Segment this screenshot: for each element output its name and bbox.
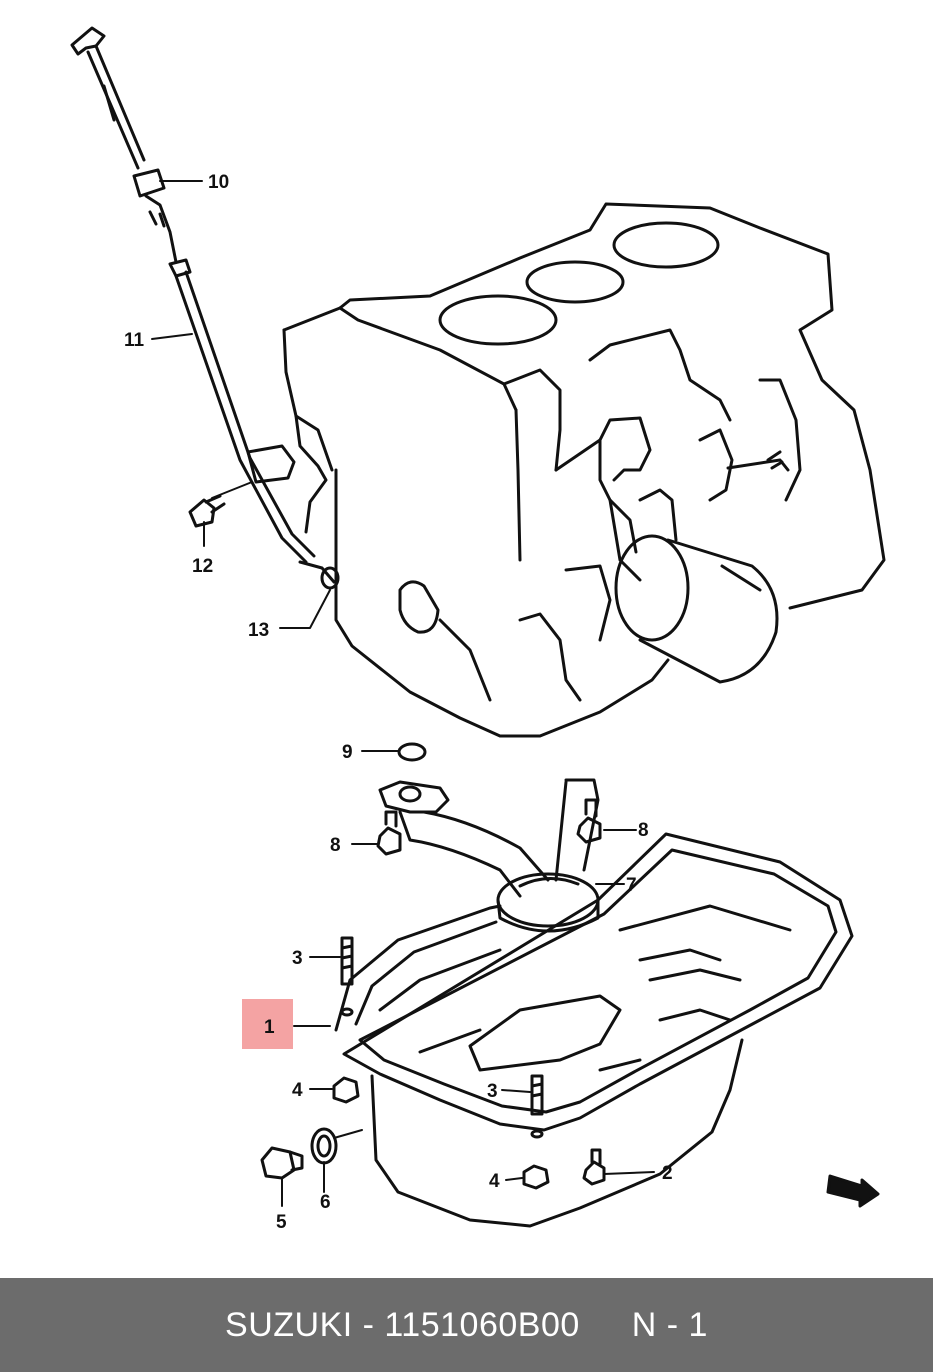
callout-7: 7 [626, 875, 637, 896]
nut-4-upper [332, 1076, 360, 1104]
drain-plug-5 [260, 1146, 304, 1180]
callout-1: 1 [264, 1017, 275, 1038]
parts-diagram-svg: 10 11 12 13 9 8 8 7 3 1 4 3 4 2 5 6 [70, 26, 886, 1233]
callout-8-left: 8 [330, 835, 341, 856]
gasket-9 [397, 742, 427, 762]
bolt-8-right [576, 798, 602, 844]
callout-2: 2 [662, 1163, 673, 1184]
callout-10: 10 [208, 172, 229, 193]
callout-11: 11 [124, 330, 145, 351]
engine-block [282, 202, 886, 738]
stud-3-lower [530, 1074, 544, 1139]
callout-5: 5 [276, 1212, 287, 1233]
oil-pan [334, 832, 854, 1228]
ref-label: N - 1 [631, 1305, 708, 1344]
nut-4-lower [522, 1164, 550, 1190]
callout-13: 13 [248, 620, 269, 641]
dipstick-assembly [70, 26, 340, 590]
callout-3-lower: 3 [487, 1081, 498, 1102]
part-label: SUZUKI - 1151060B00 [225, 1305, 580, 1344]
callout-4-upper: 4 [292, 1080, 303, 1101]
bolt-8-left [376, 810, 402, 856]
highlight-part-1 [242, 999, 293, 1049]
callout-4-lower: 4 [489, 1171, 500, 1192]
stud-3-upper [340, 936, 354, 1017]
gasket-6 [310, 1127, 338, 1165]
callout-8-right: 8 [638, 820, 649, 841]
callout-6: 6 [320, 1192, 331, 1213]
part-number-footer: SUZUKI - 1151060B00 N - 1 [0, 1278, 933, 1372]
leader-lines [151, 180, 655, 1207]
fwd-arrow-icon [826, 1174, 880, 1208]
bolt-12 [188, 494, 226, 528]
callout-3-upper: 3 [292, 948, 303, 969]
callout-9: 9 [342, 742, 353, 763]
bolt-2 [582, 1148, 606, 1186]
parts-diagram: 10 11 12 13 9 8 8 7 3 1 4 3 4 2 5 6 [70, 26, 886, 1233]
callout-12: 12 [192, 556, 213, 577]
